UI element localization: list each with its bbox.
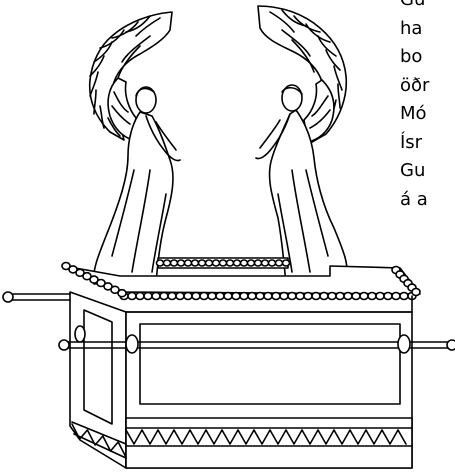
- bead-ornament: [155, 259, 165, 267]
- cropped-text-column: Gu ha bo öðr Mó Ísr Gu á a: [400, 0, 455, 214]
- bead-ornament: [279, 291, 289, 301]
- bead-ornament: [143, 291, 153, 301]
- bead-ornament: [327, 291, 337, 301]
- bead-ornament: [82, 271, 92, 281]
- bead-ornament: [260, 259, 270, 267]
- bead-ornament: [197, 259, 207, 267]
- bead-ornament: [176, 259, 186, 267]
- bead-ornament: [68, 265, 78, 274]
- bead-ornament: [211, 259, 221, 267]
- bead-ornament: [239, 291, 249, 301]
- bead-ornament: [255, 291, 265, 301]
- bead-ornament: [110, 285, 120, 295]
- bead-ornament: [231, 291, 241, 301]
- zigzag-trim: [125, 429, 407, 445]
- bead-ornament: [225, 259, 235, 267]
- text-fragment: Gu: [400, 160, 426, 181]
- bead-ornament: [75, 268, 85, 278]
- bead-ornament: [239, 259, 249, 267]
- bead-ornament: [303, 291, 313, 301]
- bead-ornament: [191, 291, 201, 301]
- bead-ornament: [215, 291, 225, 301]
- bead-ornament: [319, 291, 329, 301]
- bead-ornament: [103, 282, 113, 291]
- bead-ornament: [127, 291, 137, 301]
- bead-ornament: [295, 291, 305, 301]
- bead-ornament: [281, 259, 291, 267]
- bead-ornament: [411, 287, 421, 297]
- bead-ornament: [117, 288, 127, 298]
- bead-ornament: [183, 291, 193, 301]
- text-fragment: Mó: [400, 103, 427, 124]
- text-fragment: Gu: [400, 0, 455, 15]
- bead-ornament: [232, 259, 242, 267]
- bead-ornament: [183, 259, 193, 267]
- bead-ornament: [61, 261, 71, 271]
- bead-ornament: [204, 259, 214, 267]
- bead-ornament: [89, 275, 99, 284]
- bead-ornament: [399, 291, 409, 301]
- bead-ornament: [359, 291, 369, 301]
- left-cherub-figure: [92, 77, 181, 285]
- text-fragment: á a: [400, 188, 428, 210]
- bead-ornament: [311, 291, 321, 301]
- right-cherub-figure: [255, 79, 349, 285]
- text-fragment: bo: [400, 46, 423, 67]
- bead-ornament: [151, 291, 161, 301]
- text-fragment: öðr: [400, 74, 430, 96]
- bead-ornament: [343, 291, 353, 301]
- bead-ornament: [267, 259, 277, 267]
- bead-ornament: [391, 291, 401, 301]
- bead-ornament: [223, 291, 233, 301]
- bead-ornament: [375, 291, 385, 301]
- text-fragment: Ísr: [400, 131, 423, 153]
- bead-ornament: [135, 291, 145, 301]
- bead-ornament: [274, 259, 284, 267]
- bead-ornament: [190, 259, 200, 267]
- bead-ornament: [169, 259, 179, 267]
- bead-ornament: [367, 291, 377, 301]
- bead-ornament: [271, 291, 281, 301]
- bead-ornament: [253, 259, 263, 267]
- carrying-poles: [2, 291, 455, 354]
- bead-ornament: [287, 291, 297, 301]
- bead-ornament: [199, 291, 209, 301]
- mercy-seat-lid: [61, 257, 421, 301]
- bead-ornament: [159, 291, 169, 301]
- bead-ornament: [218, 259, 228, 267]
- bead-ornament: [162, 259, 172, 267]
- bead-ornament: [335, 291, 345, 301]
- bead-ornament: [175, 291, 185, 301]
- bead-ornament: [167, 291, 177, 301]
- bead-ornament: [351, 291, 361, 301]
- bead-ornament: [247, 291, 257, 301]
- bead-ornament: [207, 291, 217, 301]
- bead-ornament: [263, 291, 273, 301]
- text-fragment: ha: [400, 17, 423, 39]
- bead-ornament: [383, 291, 393, 301]
- bead-ornament: [96, 278, 106, 288]
- zigzag-trim: [71, 423, 127, 458]
- ark-box: [69, 291, 413, 469]
- bead-ornament: [246, 259, 256, 267]
